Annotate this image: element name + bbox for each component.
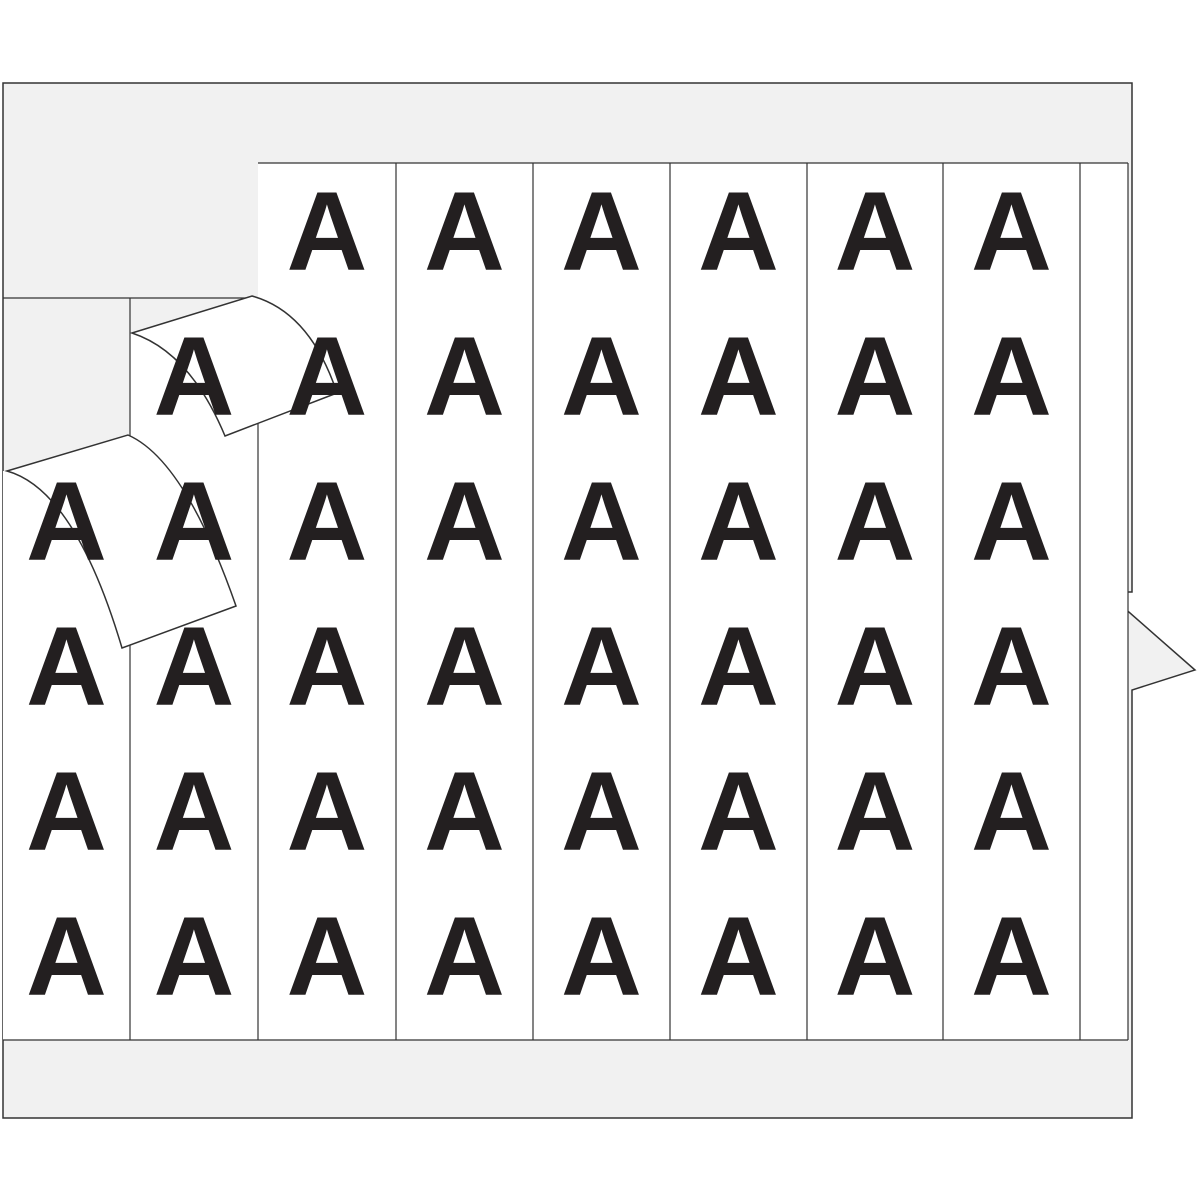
label-letter: A (26, 459, 107, 584)
label-letter: A (26, 604, 107, 729)
label-letter: A (698, 169, 779, 294)
label-letter: A (287, 749, 368, 874)
label-letters: AAAAAAAAAAAAAAAAAAAAAAAAAAAAAAAAAAAAAAAA… (26, 169, 1052, 1019)
label-letter: A (835, 604, 916, 729)
label-letter: A (287, 459, 368, 584)
label-letter: A (424, 314, 505, 439)
label-letter: A (561, 749, 642, 874)
label-letter: A (424, 894, 505, 1019)
label-letter: A (971, 459, 1052, 584)
label-letter: A (26, 749, 107, 874)
label-letter: A (971, 749, 1052, 874)
label-letter: A (971, 169, 1052, 294)
label-letter: A (971, 604, 1052, 729)
label-letter: A (835, 749, 916, 874)
label-letter: A (287, 169, 368, 294)
label-letter: A (424, 169, 505, 294)
label-letter: A (561, 894, 642, 1019)
label-letter: A (561, 314, 642, 439)
label-letter: A (424, 459, 505, 584)
peeled-label-1 (129, 295, 338, 437)
label-letter: A (971, 314, 1052, 439)
label-letter: A (424, 604, 505, 729)
label-letter: A (287, 314, 368, 439)
label-letter: A (154, 749, 235, 874)
label-letter: A (424, 749, 505, 874)
label-letter: A (698, 749, 779, 874)
column-dividers (129, 163, 1129, 1040)
label-letter: A (835, 894, 916, 1019)
label-letter: A (835, 314, 916, 439)
label-letter: A (154, 604, 235, 729)
label-letter: A (698, 314, 779, 439)
label-letter: A (287, 894, 368, 1019)
label-letter: A (835, 169, 916, 294)
label-letter: A (561, 604, 642, 729)
label-area-main (258, 163, 1128, 1040)
label-letter: A (971, 894, 1052, 1019)
label-letter: A (561, 459, 642, 584)
label-letter: A (698, 894, 779, 1019)
label-letter: A (154, 459, 235, 584)
label-letter: A (835, 459, 916, 584)
label-letter: A (26, 894, 107, 1019)
label-letter: A (287, 604, 368, 729)
peeled-label-2 (4, 434, 237, 649)
label-letter: A (154, 894, 235, 1019)
label-letter: A (154, 314, 235, 439)
label-letter: A (698, 459, 779, 584)
label-letter: A (698, 604, 779, 729)
label-letter: A (561, 169, 642, 294)
